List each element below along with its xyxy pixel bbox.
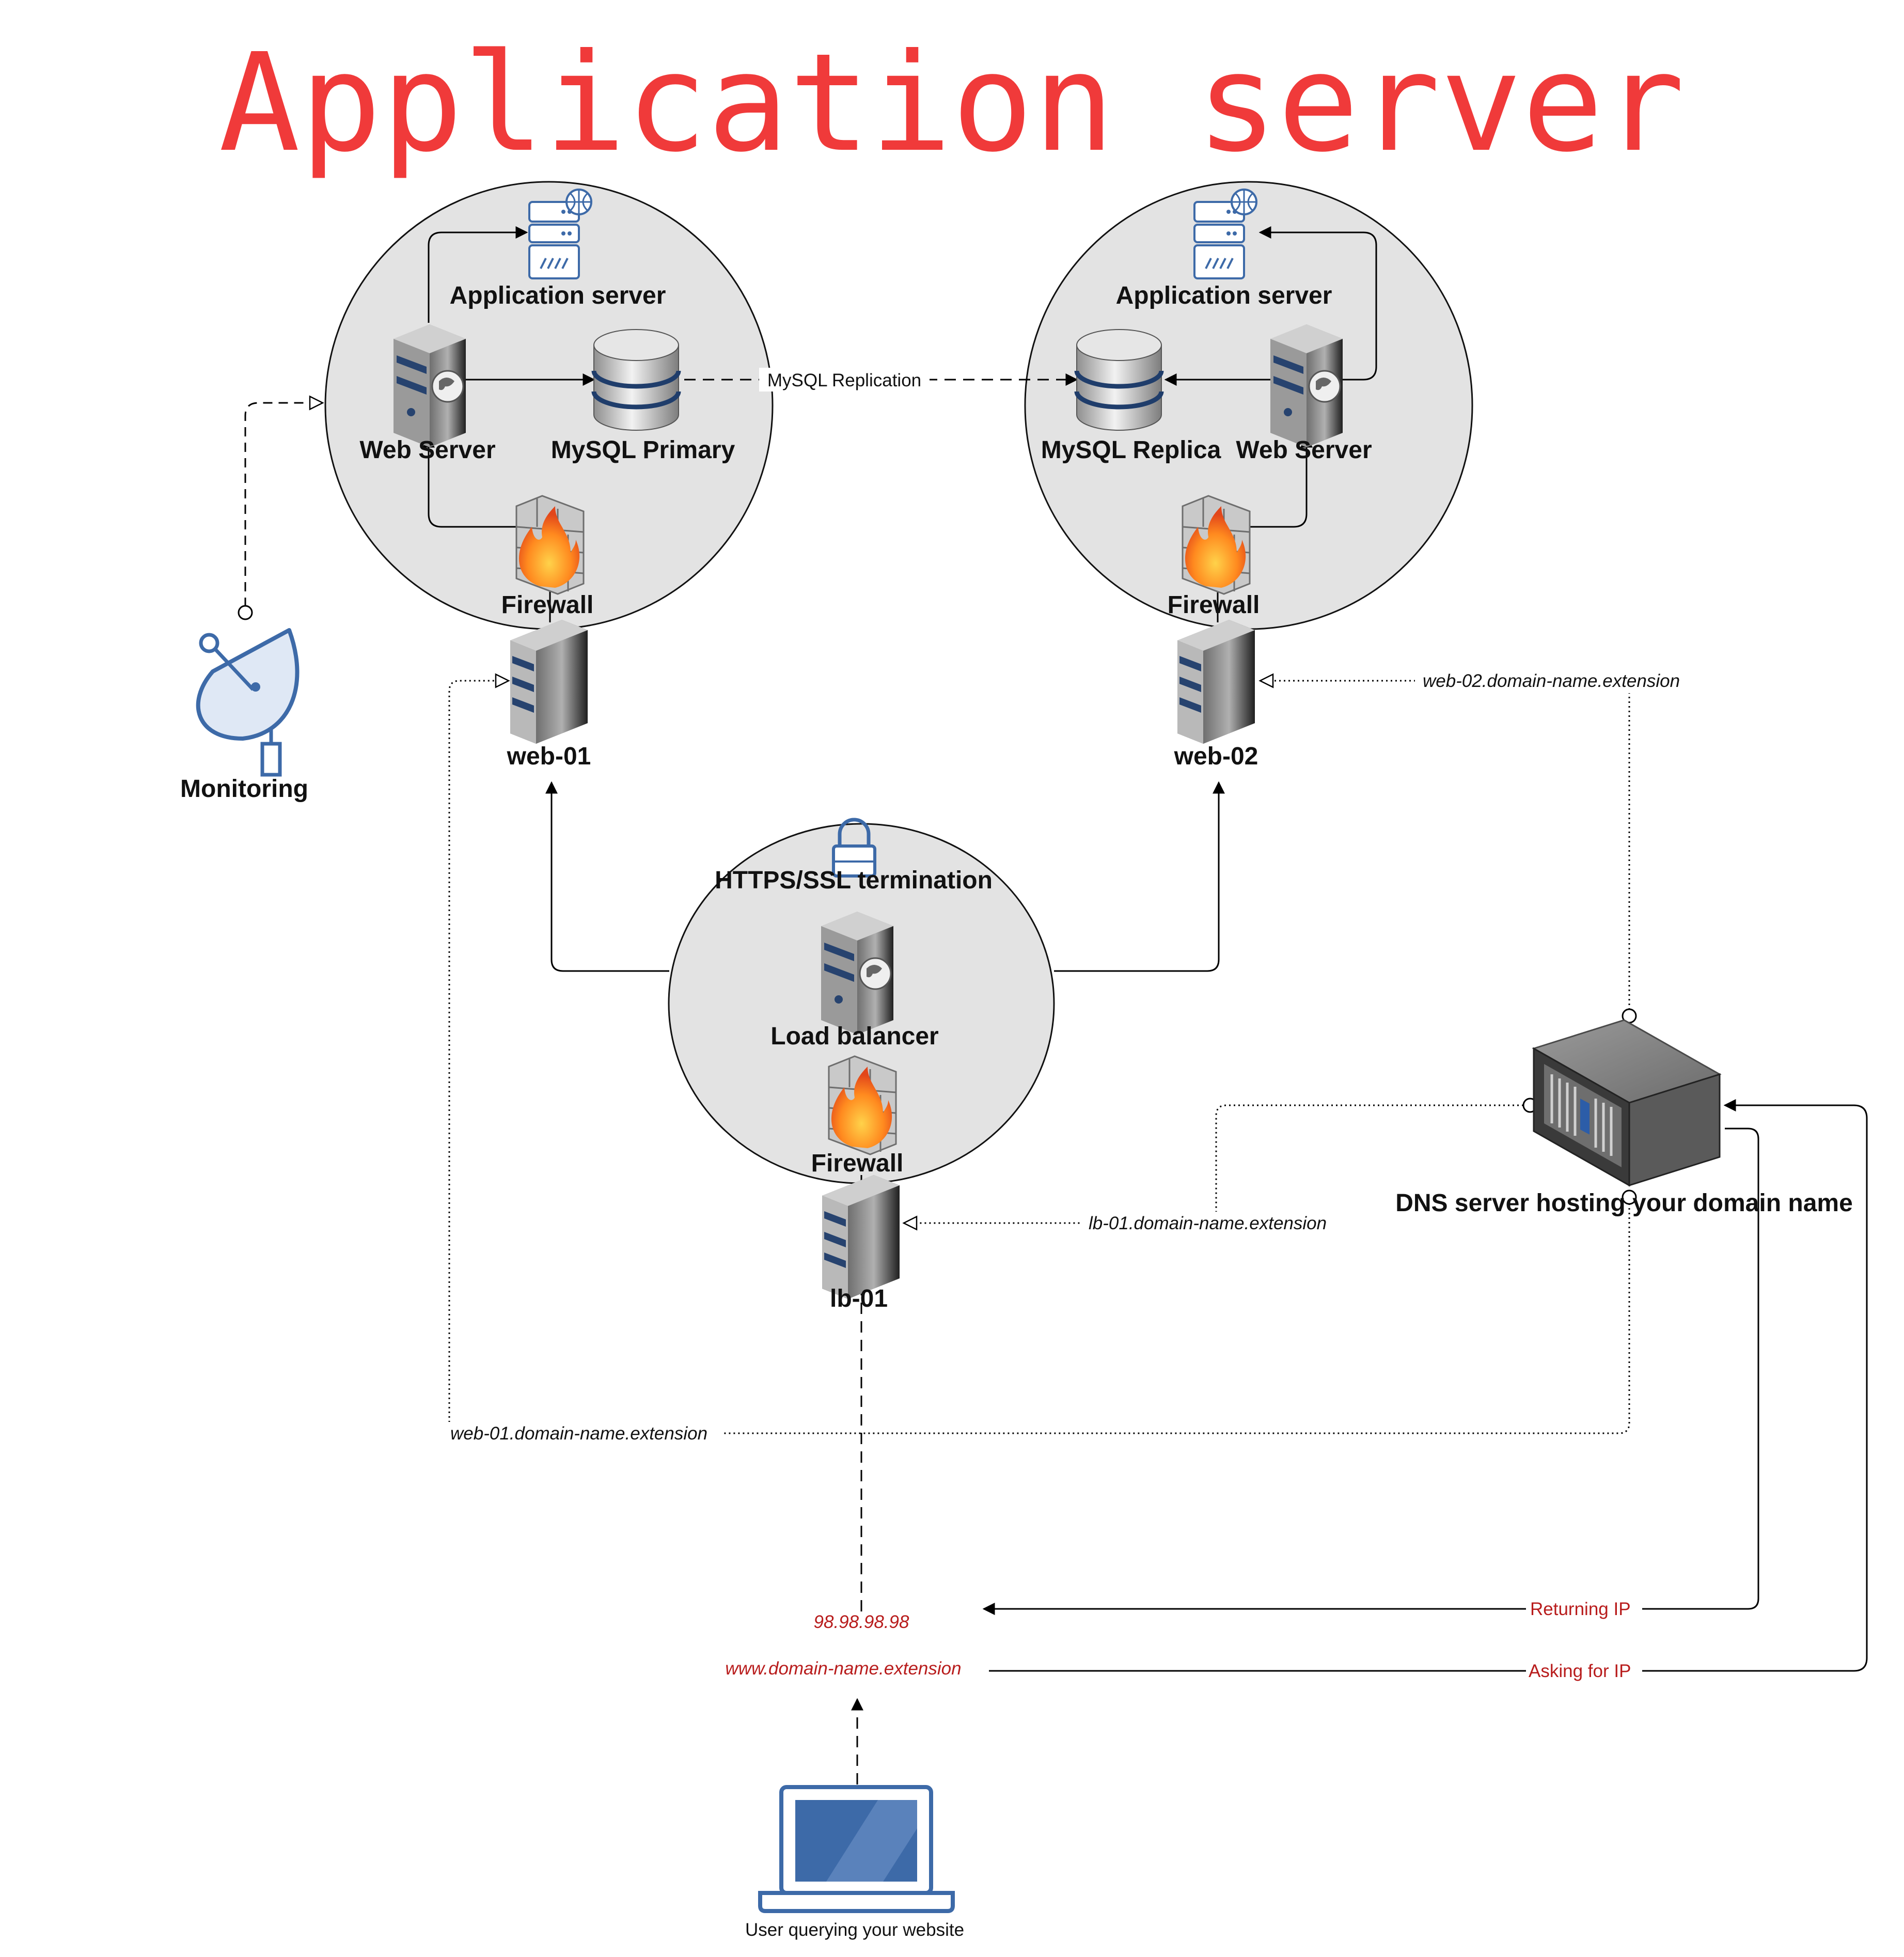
right-firewall-icon — [1182, 495, 1251, 595]
monitoring-label: Monitoring — [180, 775, 308, 803]
satellite-dish-icon — [196, 628, 300, 777]
right-app-server-label: Application server — [1116, 282, 1332, 309]
web-01-server-icon — [510, 620, 588, 744]
left-database-label: MySQL Primary — [551, 436, 735, 464]
lb-01-server-icon — [822, 1175, 900, 1299]
right-cluster-connectors — [1164, 226, 1377, 622]
resolved-ip: 98.98.98.98 — [814, 1612, 909, 1632]
lb-01-label: lb-01 — [830, 1285, 888, 1312]
laptop-icon — [758, 1785, 955, 1913]
returning-ip-label: Returning IP — [1530, 1599, 1631, 1619]
load-balancer-label: Load balancer — [770, 1023, 938, 1050]
right-web-server-label: Web Server — [1236, 436, 1372, 464]
right-database-label: MySQL Replica — [1041, 436, 1221, 464]
web-01-label: web-01 — [507, 743, 591, 770]
lock-icon — [832, 818, 876, 878]
dns-record-web01: web-01.domain-name.extension — [450, 1423, 707, 1444]
balancer-firewall-icon — [828, 1055, 897, 1155]
page-title: Application server — [218, 24, 1685, 182]
user-label: User querying your website — [745, 1920, 964, 1940]
balancer-firewall-label: Firewall — [811, 1150, 904, 1177]
left-database-icon — [594, 330, 679, 430]
web-02-server-icon — [1177, 620, 1255, 744]
web-02-label: web-02 — [1174, 743, 1258, 770]
left-app-server-label: Application server — [450, 282, 666, 309]
monitoring-connector — [238, 403, 323, 620]
left-web-server-label: Web Server — [359, 436, 495, 464]
right-database-icon — [1077, 330, 1161, 430]
load-balancer-icon — [820, 911, 894, 1036]
dns-record-lb01: lb-01.domain-name.extension — [1089, 1213, 1327, 1233]
left-cluster-connectors — [422, 226, 595, 622]
left-firewall-icon — [515, 495, 585, 595]
dns-server-label: DNS server hosting your domain name — [1395, 1189, 1853, 1217]
replication-label: MySQL Replication — [767, 370, 921, 390]
right-web-server-icon — [1269, 323, 1344, 448]
right-firewall-label: Firewall — [1168, 591, 1260, 619]
dns-server-icon — [1532, 1019, 1722, 1187]
ssl-termination-label: HTTPS/SSL termination — [715, 867, 993, 894]
left-firewall-label: Firewall — [501, 591, 594, 619]
request-connectors — [851, 1099, 1868, 1784]
left-web-server-icon — [392, 323, 467, 448]
dns-record-web02: web-02.domain-name.extension — [1423, 671, 1680, 691]
asking-ip-label: Asking for IP — [1529, 1661, 1631, 1681]
requested-domain: www.domain-name.extension — [725, 1658, 961, 1679]
